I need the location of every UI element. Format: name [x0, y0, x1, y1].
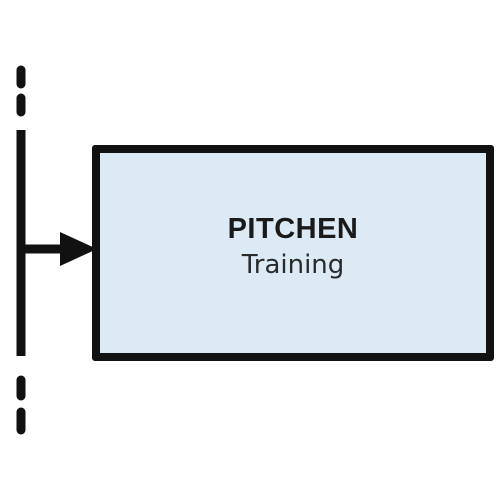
- node-subtitle: Training: [241, 250, 345, 280]
- arrow-right-icon: [60, 232, 97, 266]
- node-title: PITCHEN: [227, 213, 359, 245]
- training-node[interactable]: PITCHEN Training: [92, 145, 494, 361]
